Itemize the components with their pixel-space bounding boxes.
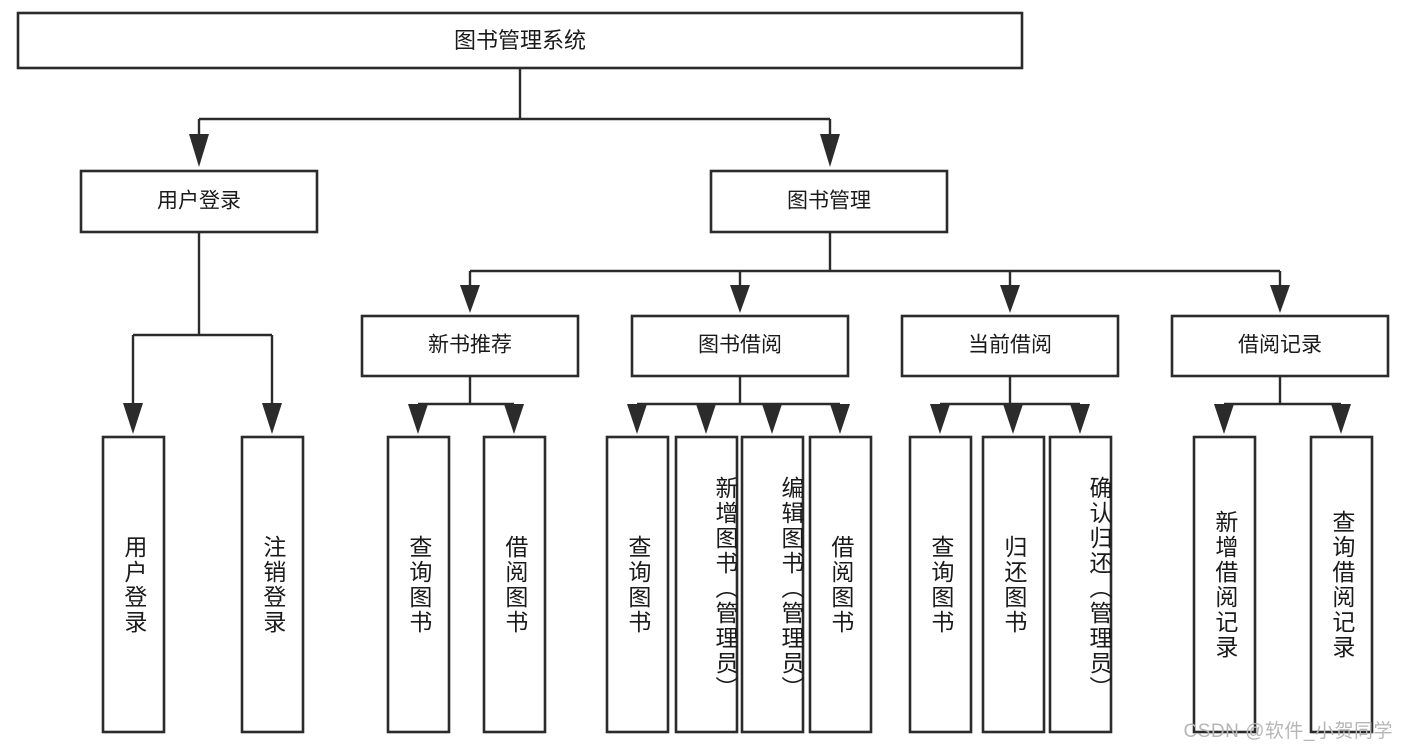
arrow-head-leaf-user-login bbox=[123, 403, 143, 434]
leaf-box-add-book[interactable] bbox=[674, 435, 739, 734]
leaf-box-borrow-book[interactable] bbox=[808, 435, 873, 734]
node-borrow-record-label: 借阅记录 bbox=[1238, 334, 1322, 357]
leaf-box-layer[interactable] bbox=[101, 435, 1374, 734]
arrow-head-current-borrow bbox=[1000, 285, 1020, 313]
leaf-box-user-login[interactable] bbox=[101, 435, 166, 734]
arrow-head-book-manage bbox=[820, 134, 840, 167]
arrow-head-leaf-query-book-borrow bbox=[627, 404, 647, 434]
arrow-head-leaf-query-record bbox=[1331, 404, 1351, 434]
arrow-head-leaf-add-record bbox=[1214, 404, 1234, 434]
node-user-login-label: 用户登录 bbox=[157, 190, 241, 213]
arrow-head-leaf-add-book bbox=[696, 404, 716, 434]
node-book-manage-label: 图书管理 bbox=[787, 190, 871, 213]
leaf-box-query-book-borrow[interactable] bbox=[605, 435, 670, 734]
leaf-box-borrow-book-rec[interactable] bbox=[482, 435, 547, 734]
node-new-book-rec[interactable]: 新书推荐 bbox=[360, 314, 580, 378]
node-root-label: 图书管理系统 bbox=[454, 28, 586, 53]
node-user-login-box[interactable] bbox=[79, 169, 319, 234]
node-borrow-record[interactable]: 借阅记录 bbox=[1170, 314, 1390, 378]
node-book-borrow[interactable]: 图书借阅 bbox=[630, 314, 850, 378]
arrow-head-leaf-return-book bbox=[1003, 404, 1023, 434]
arrow-head-leaf-confirm-return bbox=[1070, 404, 1090, 434]
node-user-login[interactable]: 用户登录 bbox=[79, 169, 319, 234]
leaf-box-confirm-return[interactable] bbox=[1048, 435, 1113, 734]
node-current-borrow-box[interactable] bbox=[900, 314, 1120, 378]
arrow-head-user-login bbox=[189, 134, 209, 167]
node-root[interactable]: 图书管理系统 bbox=[16, 11, 1024, 70]
node-current-borrow[interactable]: 当前借阅 bbox=[900, 314, 1120, 378]
node-new-book-rec-label: 新书推荐 bbox=[428, 334, 512, 357]
arrow-head-leaf-query-book-cur bbox=[930, 404, 950, 434]
arrow-head-leaf-query-book-rec bbox=[408, 404, 428, 434]
arrow-head-new-book-rec bbox=[460, 285, 480, 313]
arrow-head-book-borrow bbox=[730, 285, 750, 313]
node-borrow-record-box[interactable] bbox=[1170, 314, 1390, 378]
connector-layer bbox=[123, 68, 1351, 434]
leaf-box-query-record[interactable] bbox=[1309, 435, 1374, 734]
node-root-box[interactable] bbox=[16, 11, 1024, 70]
arrow-head-leaf-borrow-book-rec bbox=[504, 404, 524, 434]
arrow-head-leaf-borrow-book bbox=[830, 404, 850, 434]
node-book-manage-box[interactable] bbox=[709, 169, 949, 234]
node-current-borrow-label: 当前借阅 bbox=[968, 334, 1052, 357]
node-book-borrow-label: 图书借阅 bbox=[698, 334, 782, 357]
node-new-book-rec-box[interactable] bbox=[360, 314, 580, 378]
node-book-borrow-box[interactable] bbox=[630, 314, 850, 378]
arrow-head-leaf-user-logout bbox=[262, 403, 282, 434]
leaf-box-return-book[interactable] bbox=[981, 435, 1046, 734]
leaf-box-query-book-cur[interactable] bbox=[908, 435, 973, 734]
leaf-box-add-record[interactable] bbox=[1192, 435, 1257, 734]
csdn-watermark: CSDN @软件_小贺同学 bbox=[1183, 721, 1393, 742]
arrow-head-leaf-edit-book bbox=[762, 404, 782, 434]
leaf-box-query-book-rec[interactable] bbox=[386, 435, 451, 734]
leaf-box-user-logout[interactable] bbox=[240, 435, 305, 734]
node-book-manage[interactable]: 图书管理 bbox=[709, 169, 949, 234]
leaf-box-edit-book[interactable] bbox=[740, 435, 805, 734]
arrow-head-borrow-record bbox=[1270, 285, 1290, 313]
